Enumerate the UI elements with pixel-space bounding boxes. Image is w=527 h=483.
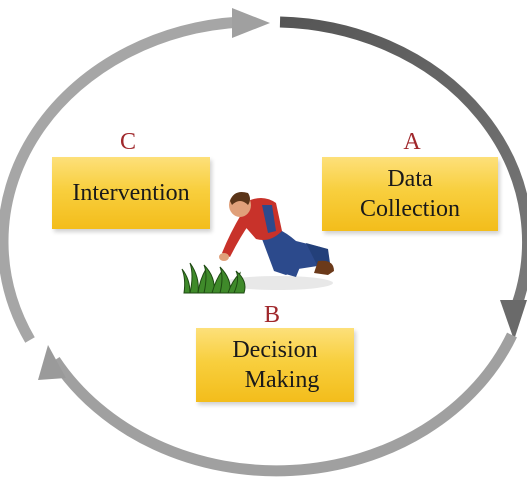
step-c-letter: C bbox=[119, 129, 136, 155]
step-c-label: Intervention bbox=[72, 180, 190, 206]
step-a-label-line1: Data bbox=[387, 166, 433, 192]
step-b-label-line1: Decision bbox=[232, 337, 318, 363]
step-a-letter: A bbox=[403, 129, 421, 155]
cycle-arc-bottom bbox=[50, 332, 517, 477]
step-b-box: Decision Making bbox=[196, 328, 354, 402]
arrowhead-up-left bbox=[38, 345, 66, 380]
farmer-kneeling-over-grass-icon bbox=[181, 192, 334, 294]
cycle-arc-left bbox=[0, 16, 241, 343]
step-a-label-line2: Collection bbox=[360, 196, 460, 222]
cycle-arc-dark bbox=[279, 16, 527, 312]
step-b-letter: B bbox=[263, 302, 280, 328]
step-b-label-line2: Making bbox=[244, 367, 320, 393]
step-a-box: Data Collection bbox=[322, 157, 498, 231]
arrowhead-down-right bbox=[500, 300, 527, 340]
arrowhead-right-top bbox=[232, 8, 270, 38]
step-c-box: Intervention bbox=[52, 157, 210, 229]
